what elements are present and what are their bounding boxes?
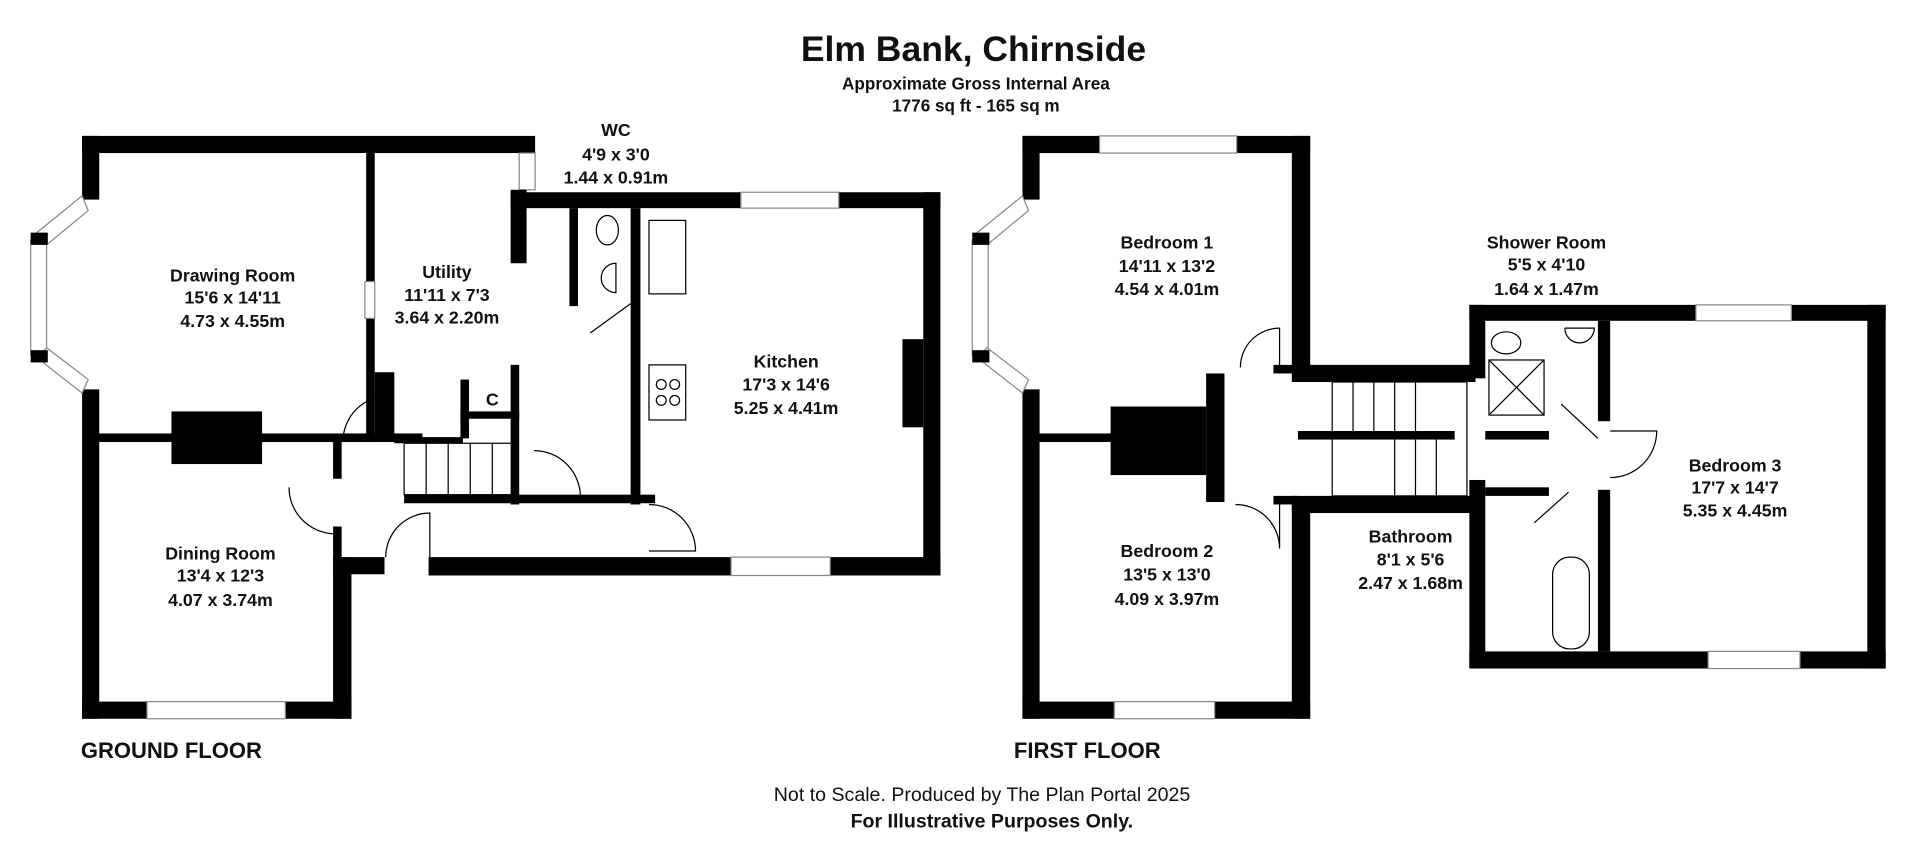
plan-title: Elm Bank, Chirnside [801, 29, 1146, 69]
room-dims-imperial: 17'7 x 14'7 [1691, 477, 1779, 497]
room-dims-imperial: 4'9 x 3'0 [582, 144, 650, 164]
shower-tray-icon [1488, 359, 1545, 416]
toilet-icon [1490, 331, 1522, 355]
bath-icon [1552, 556, 1590, 650]
room-name: Bedroom 1 [1121, 233, 1214, 253]
credit-text: Not to Scale. Produced by The Plan Porta… [774, 784, 1191, 806]
room-dims-metric: 5.25 x 4.41m [734, 398, 839, 418]
cupboard-label: C [486, 389, 499, 409]
room-name: Bedroom 3 [1689, 455, 1782, 475]
plan-subtitle: Approximate Gross Internal Area [842, 73, 1110, 93]
room-name: Kitchen [754, 351, 819, 371]
room-dims-metric: 2.47 x 1.68m [1358, 573, 1463, 593]
room-dims-metric: 4.73 x 4.55m [180, 311, 285, 331]
room-dims-metric: 5.35 x 4.45m [1683, 501, 1788, 521]
room-dims-imperial: 5'5 x 4'10 [1508, 255, 1586, 275]
first-floor-plan [971, 135, 1886, 720]
room-dims-imperial: 17'3 x 14'6 [742, 375, 830, 395]
staircase [1331, 381, 1468, 497]
room-name: Bathroom [1369, 526, 1453, 546]
toilet-icon [595, 214, 619, 246]
ground-floor-label: GROUND FLOOR [81, 738, 262, 763]
room-name: Utility [422, 262, 471, 282]
room-dims-metric: 1.44 x 0.91m [564, 168, 669, 188]
room-dims-imperial: 15'6 x 14'11 [185, 288, 281, 308]
room-name: Drawing Room [170, 266, 295, 286]
room-dims-metric: 1.64 x 1.47m [1494, 279, 1599, 299]
window [146, 700, 286, 720]
plan-area: 1776 sq ft - 165 sq m [892, 95, 1060, 115]
room-name: Bedroom 2 [1121, 541, 1214, 561]
sink-icon [648, 219, 687, 295]
chimney-breast [171, 411, 263, 465]
room-dims-imperial: 13'5 x 13'0 [1123, 564, 1211, 584]
hob-icon [648, 364, 687, 421]
basin-icon [600, 262, 617, 294]
first-floor-label: FIRST FLOOR [1014, 738, 1161, 763]
door [342, 394, 391, 443]
room-dims-imperial: 13'4 x 12'3 [177, 566, 265, 586]
chimney-breast [1110, 406, 1207, 476]
room-dims-metric: 4.09 x 3.97m [1115, 589, 1220, 609]
room-dims-imperial: 14'11 x 13'2 [1119, 256, 1215, 276]
room-dims-imperial: 8'1 x 5'6 [1377, 550, 1445, 570]
ground-floor-plan: C [30, 135, 941, 720]
basin-icon [1564, 327, 1595, 344]
room-name: WC [601, 120, 631, 140]
disclaimer-text: For Illustrative Purposes Only. [851, 811, 1134, 833]
room-dims-imperial: 11'11 x 7'3 [404, 285, 490, 305]
room-dims-metric: 3.64 x 2.20m [395, 307, 500, 327]
room-name: Shower Room [1487, 233, 1606, 253]
room-name: Dining Room [165, 544, 275, 564]
room-dims-metric: 4.07 x 3.74m [168, 590, 273, 610]
staircase [403, 442, 515, 496]
room-dims-metric: 4.54 x 4.01m [1115, 279, 1220, 299]
